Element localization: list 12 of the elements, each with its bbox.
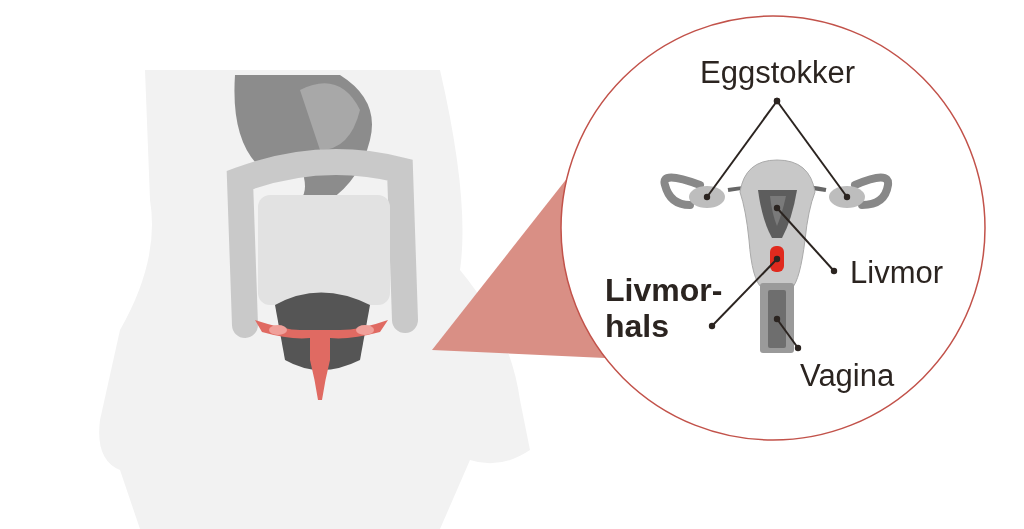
label-text: Livmor xyxy=(850,255,970,291)
leader-line xyxy=(773,97,851,201)
label-text: Livmor-hals xyxy=(605,272,725,344)
ovary-drawing xyxy=(829,186,865,208)
leader-line xyxy=(773,204,838,275)
vaginal-canal-drawing xyxy=(768,290,786,348)
label-text: Eggstokker xyxy=(700,55,870,91)
leader-line xyxy=(773,315,802,352)
uterine-cavity-drawing xyxy=(758,190,797,238)
label-text: Vagina xyxy=(800,358,920,394)
ovary-drawing xyxy=(689,186,725,208)
leader-line xyxy=(708,255,781,330)
